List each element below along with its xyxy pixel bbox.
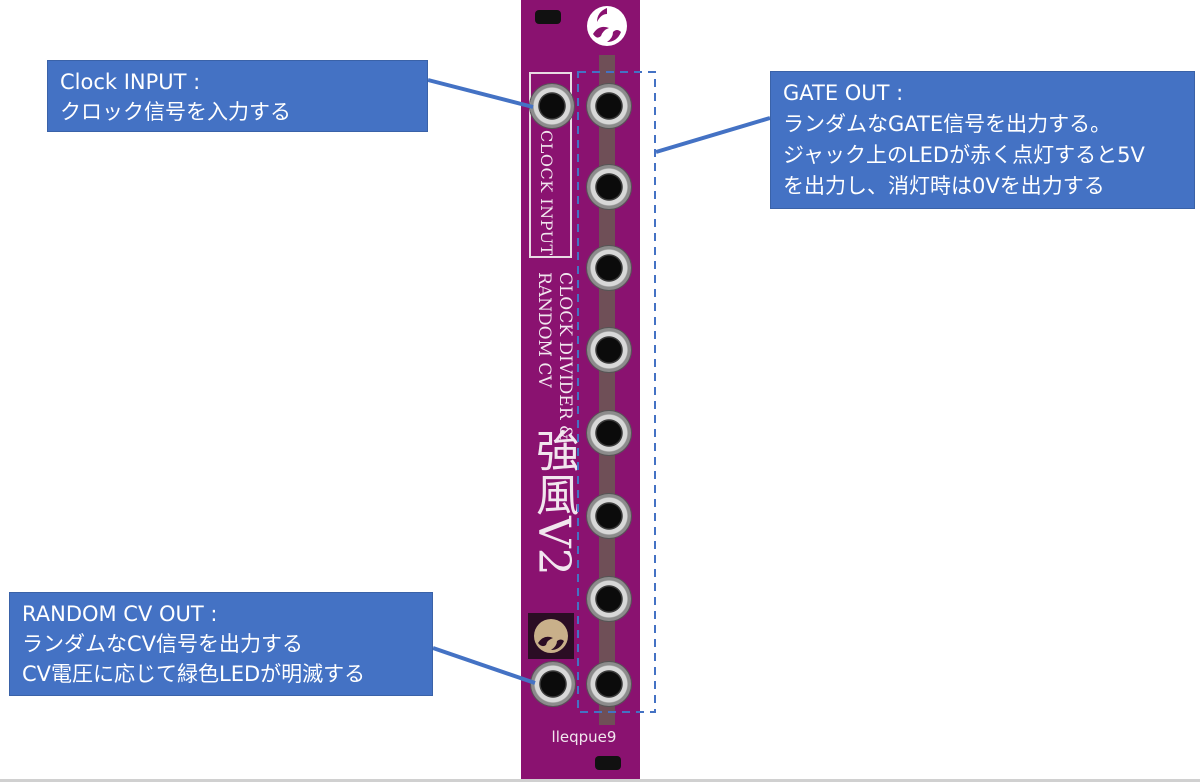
clock-callout-title: Clock INPUT : xyxy=(60,70,201,94)
gate-out-jack[interactable] xyxy=(587,411,631,455)
random-callout-line1: ランダムなCV信号を出力する xyxy=(22,632,304,656)
module-panel: CLOCK INPUT CLOCK DIVIDER & RANDOM CV 強風… xyxy=(521,0,640,782)
clock-input-label-frame xyxy=(529,72,572,258)
random-callout-line2: CV電圧に応じて緑色LEDが明滅する xyxy=(22,662,366,686)
clock-input-jack[interactable] xyxy=(530,84,574,128)
gate-out-jack[interactable] xyxy=(587,84,631,128)
gate-callout-line2: ジャック上のLEDが赤く点灯すると5V xyxy=(783,143,1145,167)
gate-callout-line1: ランダムなGATE信号を出力する。 xyxy=(783,112,1112,136)
gate-callout-title: GATE OUT : xyxy=(783,81,904,105)
module-title-line2: RANDOM CV xyxy=(534,272,554,388)
mounting-slot-top xyxy=(535,10,561,24)
gate-out-jack[interactable] xyxy=(587,494,631,538)
gate-out-callout: GATE OUT : ランダムなGATE信号を出力する。 ジャック上のLEDが赤… xyxy=(770,71,1195,209)
clock-callout-line xyxy=(427,78,534,109)
gate-callout-line xyxy=(655,116,771,154)
gate-out-jack[interactable] xyxy=(587,246,631,290)
mitsudomoe-logo-icon xyxy=(583,2,631,50)
random-cv-out-callout: RANDOM CV OUT : ランダムなCV信号を出力する CV電圧に応じて緑… xyxy=(9,592,433,696)
gate-out-jack[interactable] xyxy=(587,662,631,706)
mitsudomoe-logo-small-icon xyxy=(528,613,574,659)
clock-input-callout: Clock INPUT : クロック信号を入力する xyxy=(47,60,428,132)
random-callout-title: RANDOM CV OUT : xyxy=(22,602,218,626)
clock-input-panel-label: CLOCK INPUT xyxy=(537,130,556,256)
mounting-slot-bottom xyxy=(595,756,621,770)
brand-label: lleqpue9 xyxy=(551,728,617,746)
gate-out-jack[interactable] xyxy=(587,328,631,372)
gate-out-dashed-bracket xyxy=(577,71,656,713)
clock-callout-line1: クロック信号を入力する xyxy=(60,100,291,124)
module-title-line1: CLOCK DIVIDER & xyxy=(555,272,575,441)
gate-callout-line3: を出力し、消灯時は0Vを出力する xyxy=(783,174,1105,198)
jack-led-strip xyxy=(599,55,615,725)
random-callout-line xyxy=(432,646,536,685)
gate-out-jack[interactable] xyxy=(587,165,631,209)
random-cv-out-jack[interactable] xyxy=(531,662,575,706)
gate-out-jack[interactable] xyxy=(587,577,631,621)
page-bottom-divider xyxy=(0,779,1200,782)
module-title-kanji: 強風V2 xyxy=(528,428,579,576)
